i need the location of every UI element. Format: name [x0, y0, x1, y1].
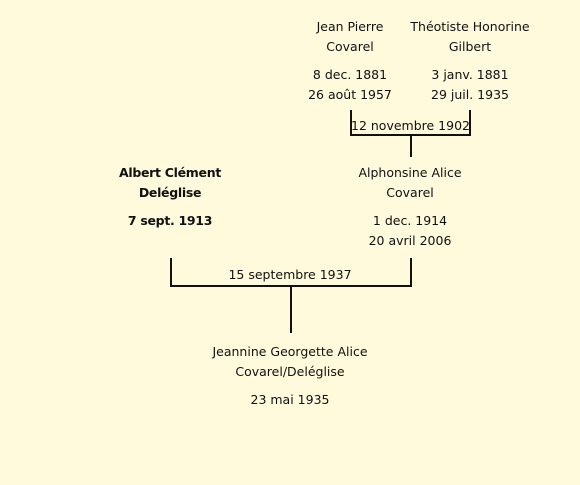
person-birth-date: 23 mai 1935 — [250, 392, 330, 407]
marriage-date-deleglise-covarel: 15 septembre 1937 — [228, 267, 352, 282]
person-alphonsine-covarel[interactable]: Alphonsine Alice Covarel 1 dec. 1914 20 … — [340, 163, 480, 251]
person-death-date: 20 avril 2006 — [368, 233, 452, 248]
descent-line-alphonsine — [410, 136, 412, 157]
person-birth-date: 3 janv. 1881 — [431, 67, 509, 82]
person-surname: Covarel — [386, 185, 434, 200]
person-birth-date: 8 dec. 1881 — [312, 67, 388, 82]
parents-bracket-bottom — [350, 134, 471, 136]
person-jeannine-covarel-deleglise[interactable]: Jeannine Georgette Alice Covarel/Delégli… — [190, 342, 390, 410]
person-first-names: Jeannine Georgette Alice — [212, 344, 368, 359]
person-first-names: Albert Clément — [119, 165, 221, 180]
person-surname: Gilbert — [448, 39, 492, 54]
person-first-names: Théotiste Honorine — [410, 19, 530, 34]
parents-bracket-left — [350, 110, 352, 136]
person-death-date: 29 juil. 1935 — [431, 87, 509, 102]
couple-bracket-bottom — [170, 285, 412, 287]
person-surname: Covarel — [326, 39, 374, 54]
person-jean-pierre-covarel[interactable]: Jean Pierre Covarel 8 dec. 1881 26 août … — [290, 17, 410, 105]
parents-bracket-right — [469, 110, 471, 136]
person-first-names: Alphonsine Alice — [358, 165, 462, 180]
person-first-names: Jean Pierre — [316, 19, 384, 34]
person-death-date: 26 août 1957 — [308, 87, 392, 102]
marriage-date-covarel-gilbert: 12 novembre 1902 — [351, 118, 470, 133]
descent-line-jeannine — [290, 287, 292, 333]
person-birth-date: 1 dec. 1914 — [372, 213, 448, 228]
person-birth-date: 7 sept. 1913 — [127, 213, 213, 228]
person-albert-deleglise[interactable]: Albert Clément Deléglise 7 sept. 1913 — [100, 163, 240, 231]
person-surname: Deléglise — [138, 185, 202, 200]
couple-bracket-right — [410, 258, 412, 287]
couple-bracket-left — [170, 258, 172, 287]
person-surname: Covarel/Deléglise — [235, 364, 345, 379]
person-theotiste-gilbert[interactable]: Théotiste Honorine Gilbert 3 janv. 1881 … — [400, 17, 540, 105]
